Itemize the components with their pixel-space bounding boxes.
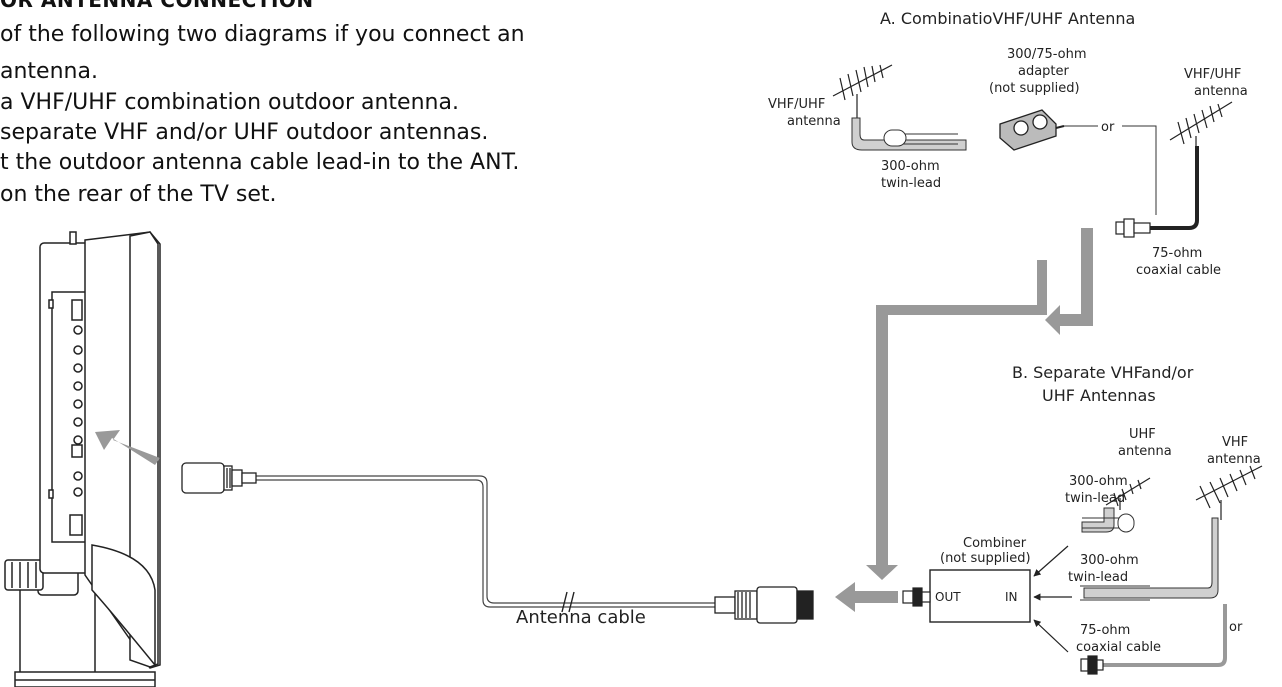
coax-b-label: coaxial cable bbox=[1076, 640, 1161, 655]
antenna-cable bbox=[255, 475, 716, 608]
vhf-uhf-antenna-right-icon bbox=[1169, 101, 1233, 148]
vhf-uhf-antenna-left-label: antenna bbox=[787, 114, 841, 129]
adapter-icon bbox=[999, 109, 1065, 151]
cable-plug-combiner bbox=[714, 586, 814, 624]
routing-arrows bbox=[835, 228, 1093, 612]
coax-cable-a bbox=[1150, 146, 1199, 230]
adapter-label: 300/75-ohm bbox=[1007, 47, 1087, 62]
instruction-line: on the rear of the TV set. bbox=[0, 182, 277, 207]
twin-lead-uhf-forks bbox=[1082, 513, 1135, 533]
vhf-uhf-antenna-right-label: antenna bbox=[1194, 84, 1248, 99]
combiner-box bbox=[929, 569, 1031, 623]
or-label: or bbox=[1101, 120, 1115, 135]
diagram-b-title: UHF Antennas bbox=[1042, 386, 1156, 405]
twin-lead-a-label: twin-lead bbox=[881, 176, 941, 191]
instruction-line: of the following two diagrams if you con… bbox=[0, 22, 525, 47]
vhf-uhf-antenna-left-label: VHF/UHF bbox=[768, 97, 825, 112]
instructions-heading: OR ANTENNA CONNECTION bbox=[0, 0, 314, 12]
coax-cable-b bbox=[1098, 604, 1227, 667]
combiner-out-label: OUT bbox=[935, 590, 961, 604]
cable-plug-tv bbox=[181, 462, 257, 494]
instruction-line: antenna. bbox=[0, 59, 98, 84]
or-label-b: or bbox=[1229, 620, 1243, 635]
instruction-line: separate VHF and/or UHF outdoor antennas… bbox=[0, 120, 489, 145]
adapter-label: adapter bbox=[1018, 64, 1070, 79]
vhf-uhf-antenna-left-icon bbox=[832, 64, 893, 122]
diagram-b-title: B. Separate VHFand/or bbox=[1012, 363, 1194, 382]
vhf-uhf-antenna-right-label: VHF/UHF bbox=[1184, 67, 1241, 82]
twin-lead-forks bbox=[883, 129, 958, 147]
vhf-antenna-icon bbox=[1195, 465, 1263, 520]
vhf-antenna-label: VHF bbox=[1222, 435, 1248, 450]
uhf-antenna-icon bbox=[1105, 477, 1151, 510]
vhf-antenna-label: antenna bbox=[1207, 452, 1261, 467]
twin-lead-b-mid-label: 300-ohm bbox=[1080, 553, 1139, 568]
combiner-in-label: IN bbox=[1005, 590, 1018, 604]
twin-lead-a bbox=[851, 117, 967, 151]
instruction-line: t the outdoor antenna cable lead-in to t… bbox=[0, 150, 520, 175]
twin-lead-vhf bbox=[1083, 517, 1219, 599]
coax-b-label: 75-ohm bbox=[1080, 623, 1130, 638]
adapter-label: (not supplied) bbox=[989, 81, 1080, 96]
tv-set-illustration bbox=[4, 231, 161, 687]
twin-lead-uhf bbox=[1081, 507, 1115, 533]
connection-arrow bbox=[95, 430, 160, 465]
combiner-input-arrows bbox=[1033, 545, 1072, 653]
instruction-line: a VHF/UHF combination outdoor antenna. bbox=[0, 90, 459, 115]
uhf-antenna-label: UHF bbox=[1129, 427, 1156, 442]
combiner-out-connector bbox=[902, 587, 931, 607]
diagram-a-title: A. CombinatioVHF/UHF Antenna bbox=[880, 9, 1135, 28]
coax-a-label: coaxial cable bbox=[1136, 263, 1221, 278]
or-line bbox=[1122, 125, 1157, 215]
combiner-label: Combiner bbox=[963, 536, 1027, 551]
coax-plug-a-icon bbox=[1115, 218, 1151, 238]
twin-lead-vhf-forks bbox=[1080, 585, 1150, 601]
antenna-cable-label: Antenna cable bbox=[516, 607, 646, 628]
combiner-label: (not supplied) bbox=[940, 551, 1031, 566]
twin-lead-b-top-label: 300-ohm bbox=[1069, 474, 1128, 489]
twin-lead-a-label: 300-ohm bbox=[881, 159, 940, 174]
twin-lead-b-top-label: twin-lead bbox=[1065, 491, 1125, 506]
uhf-antenna-label: antenna bbox=[1118, 444, 1172, 459]
twin-lead-b-mid-label: twin-lead bbox=[1068, 570, 1128, 585]
coax-plug-b-icon bbox=[1080, 655, 1104, 675]
coax-a-label: 75-ohm bbox=[1152, 246, 1202, 261]
cable-break-mark bbox=[561, 591, 575, 613]
